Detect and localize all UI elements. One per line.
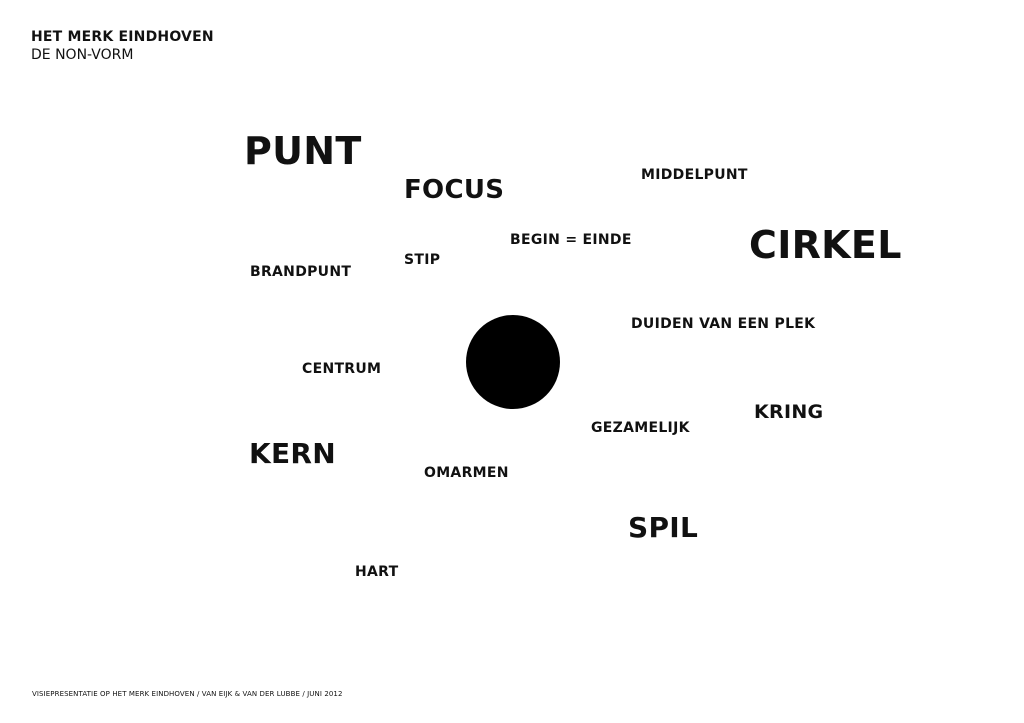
word-spil: SPIL bbox=[628, 511, 699, 544]
word-kring: KRING bbox=[754, 401, 824, 423]
word-duiden-van-een-plek: DUIDEN VAN EEN PLEK bbox=[631, 316, 816, 332]
center-dot bbox=[466, 315, 560, 409]
word-hart: HART bbox=[355, 564, 399, 580]
header-subtitle: DE NON-VORM bbox=[31, 47, 134, 63]
header-title: HET MERK EINDHOVEN bbox=[31, 29, 214, 45]
word-cirkel: CIRKEL bbox=[749, 223, 902, 267]
word-omarmen: OMARMEN bbox=[424, 465, 509, 481]
word-punt: PUNT bbox=[244, 129, 362, 173]
word-gezamelijk: GEZAMELIJK bbox=[591, 420, 690, 436]
word-focus: FOCUS bbox=[404, 175, 505, 205]
word-kern: KERN bbox=[249, 437, 337, 470]
word-centrum: CENTRUM bbox=[302, 361, 382, 377]
word-brandpunt: BRANDPUNT bbox=[250, 264, 352, 280]
word-stip: STIP bbox=[404, 252, 441, 268]
word-middelpunt: MIDDELPUNT bbox=[641, 167, 748, 183]
footer-credit: VISIEPRESENTATIE OP HET MERK EINDHOVEN /… bbox=[32, 690, 343, 698]
word-begin-einde: BEGIN = EINDE bbox=[510, 232, 632, 248]
